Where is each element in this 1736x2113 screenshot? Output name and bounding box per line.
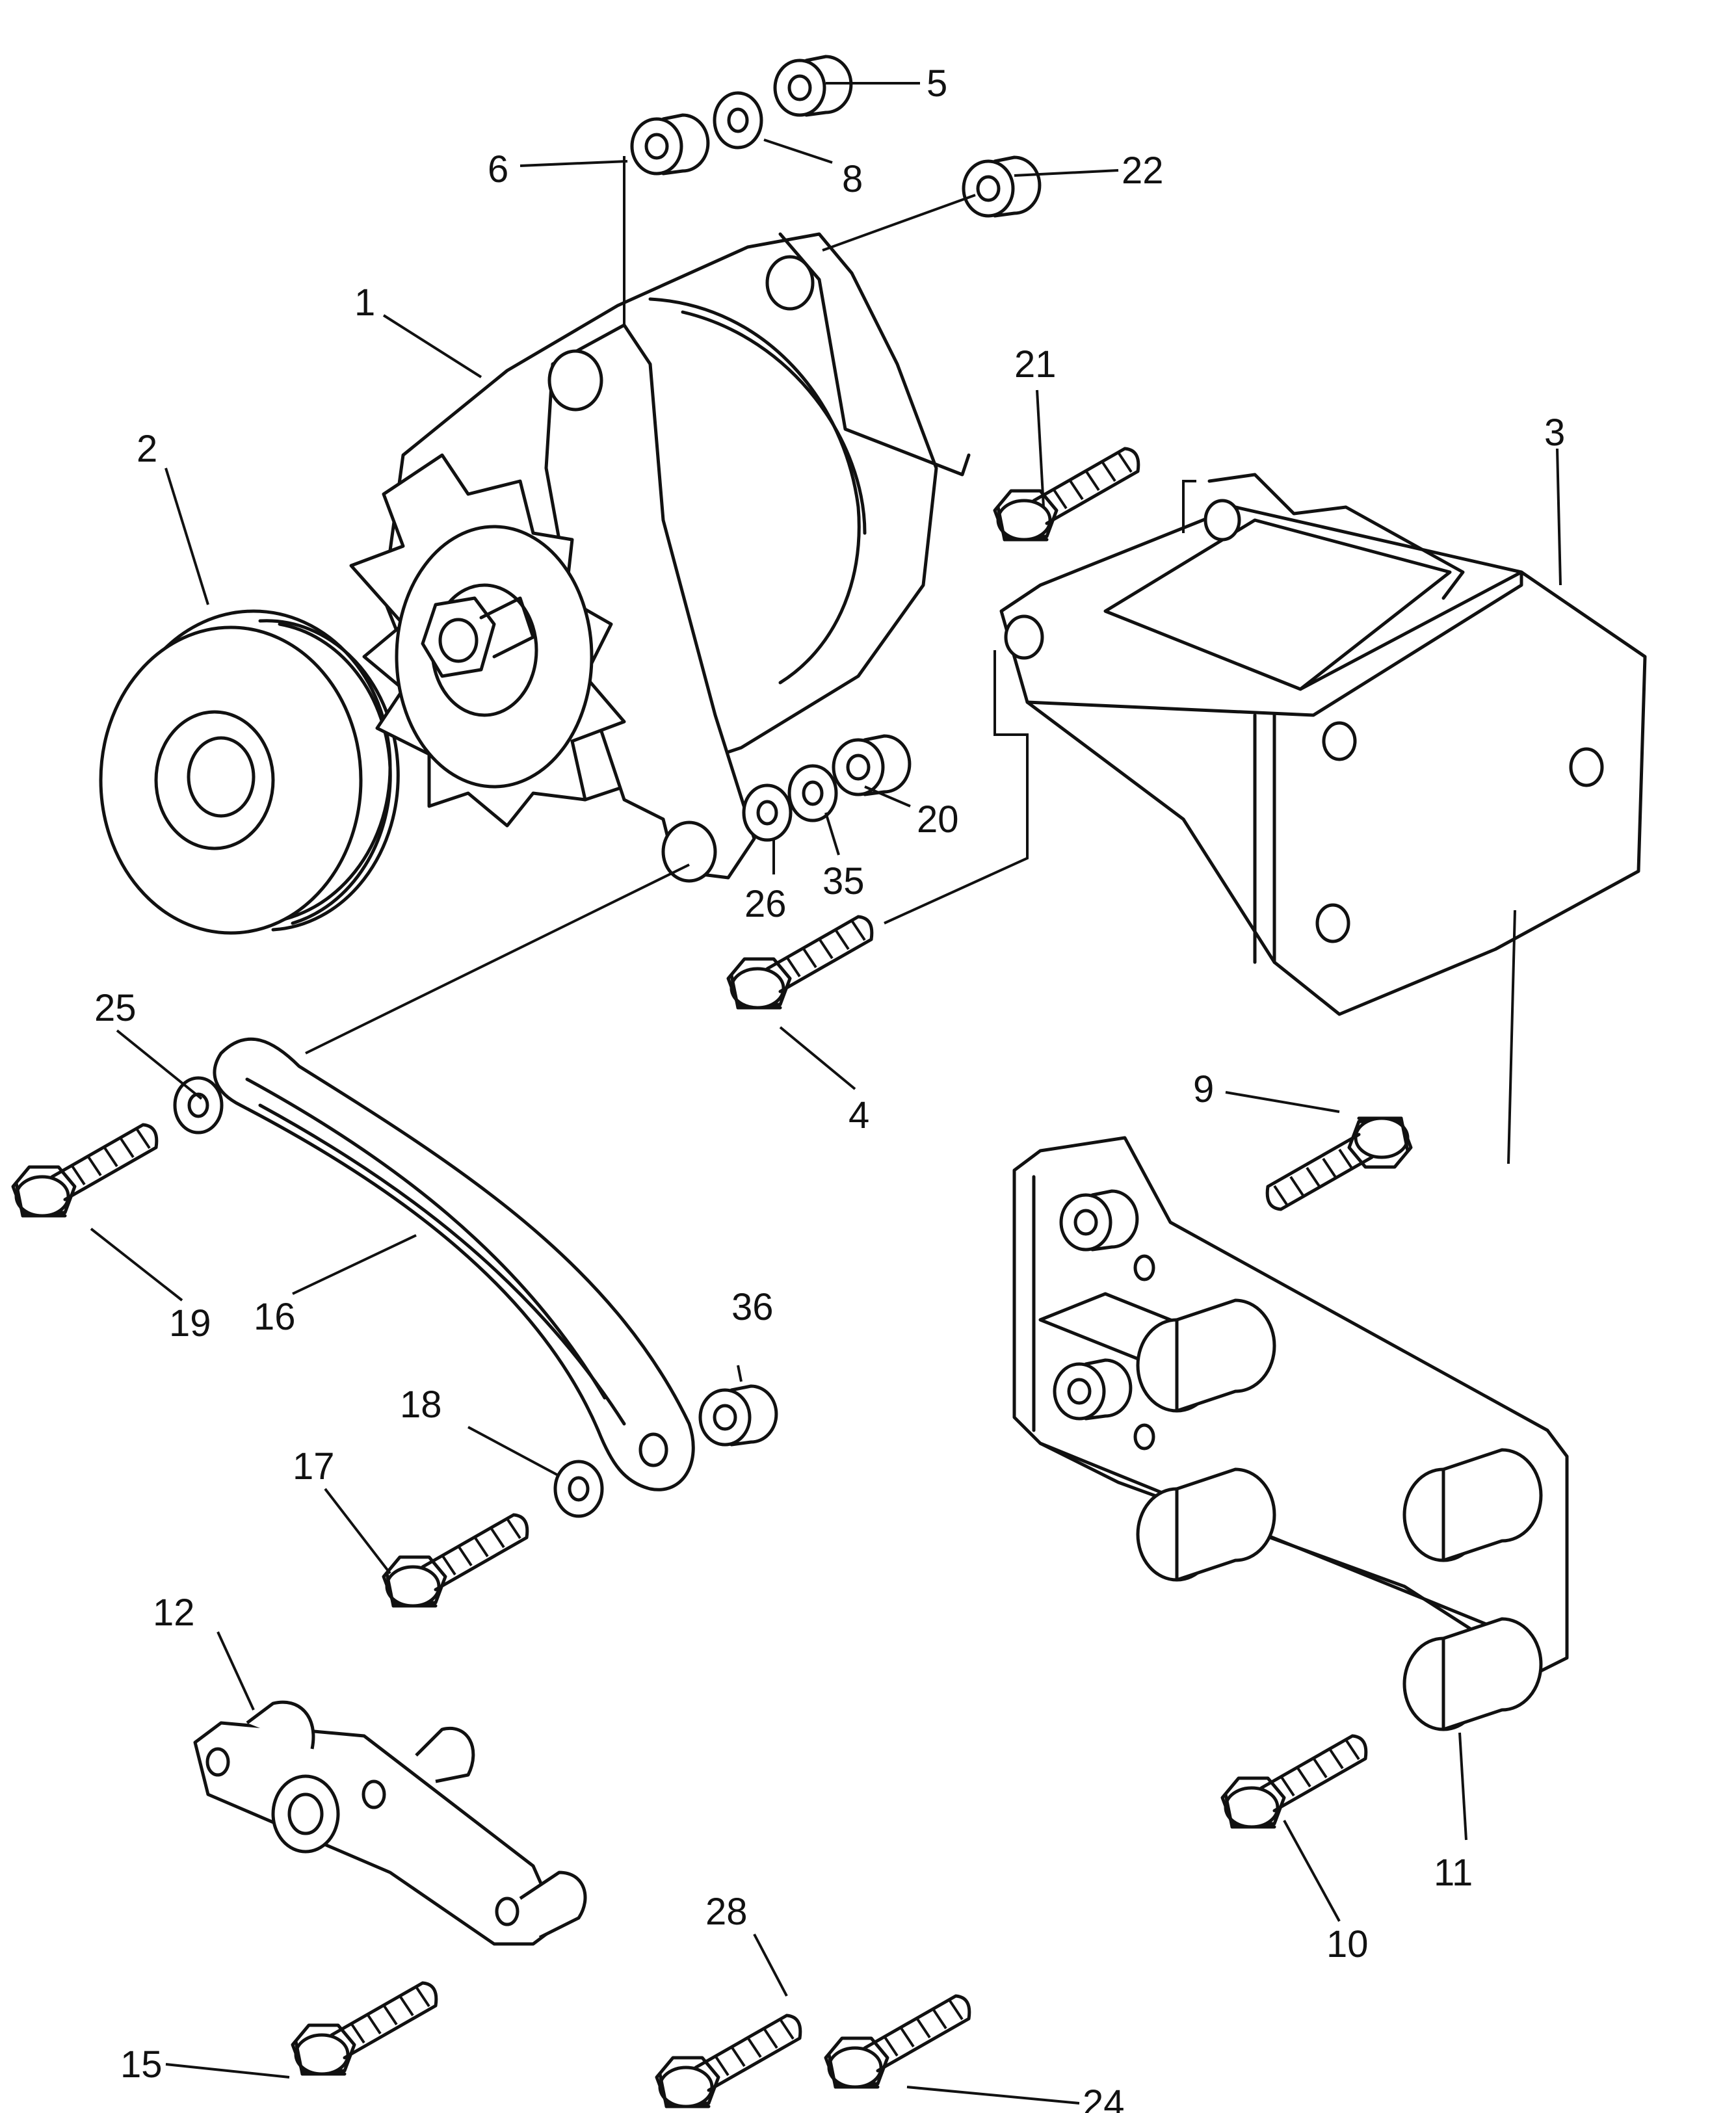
- callout-12: 12: [153, 1592, 195, 1634]
- assembly-lines: [305, 156, 1516, 1164]
- rear-mounting-plate: [1012, 1136, 1569, 1731]
- bolt-24: [826, 1996, 969, 2087]
- washer-25: [175, 1078, 222, 1133]
- callout-9: 9: [1193, 1068, 1214, 1110]
- bolt-10: [1222, 1736, 1366, 1827]
- alternator: [349, 232, 971, 883]
- callout-36: 36: [731, 1286, 774, 1328]
- callout-1: 1: [354, 282, 375, 324]
- callout-16: 16: [254, 1296, 296, 1338]
- callout-26: 26: [744, 883, 787, 925]
- callout-19: 19: [169, 1302, 211, 1345]
- bolt-28: [657, 2015, 800, 2106]
- callout-15: 15: [120, 2043, 163, 2086]
- callout-21: 21: [1014, 343, 1057, 386]
- washer-35: [789, 766, 836, 820]
- callout-35: 35: [822, 860, 865, 902]
- callout-18: 18: [400, 1384, 442, 1426]
- bolt-4: [728, 917, 872, 1008]
- nut-5: [775, 57, 851, 115]
- callout-17: 17: [293, 1445, 335, 1488]
- callout-2: 2: [137, 428, 157, 470]
- nut-6: [632, 115, 708, 174]
- support-stay: [193, 1700, 587, 1946]
- spacer-36: [700, 1386, 776, 1445]
- washer-26: [744, 785, 791, 840]
- bolt-19: [13, 1125, 157, 1216]
- callout-6: 6: [488, 148, 508, 190]
- bolt-21: [995, 449, 1138, 540]
- callout-8: 8: [842, 158, 863, 200]
- bolt-15: [293, 1983, 436, 2074]
- callout-25: 25: [94, 987, 137, 1029]
- bolt-9: [1267, 1118, 1411, 1209]
- callout-28: 28: [705, 1891, 748, 1933]
- callout-4: 4: [848, 1094, 869, 1136]
- callout-11: 11: [1434, 1852, 1473, 1894]
- callout-5: 5: [927, 62, 947, 105]
- nut-20: [834, 736, 910, 794]
- callout-24: 24: [1083, 2082, 1125, 2113]
- pulley: [99, 609, 400, 935]
- washer-8: [715, 93, 761, 148]
- callout-22: 22: [1122, 150, 1164, 192]
- callout-20: 20: [917, 798, 959, 841]
- callout-3: 3: [1544, 412, 1565, 454]
- nut-22: [964, 157, 1040, 216]
- callout-10: 10: [1326, 1923, 1369, 1965]
- adjusting-link: [213, 1037, 695, 1491]
- mounting-bracket: [999, 473, 1647, 1016]
- callout-labels: 5 6 8 22 1 2 21 3 20 35 26 4 9 25 19 16 …: [94, 62, 1565, 2113]
- bolt-17: [384, 1515, 527, 1606]
- washer-18: [555, 1462, 602, 1516]
- leader-lines: [90, 82, 1562, 2105]
